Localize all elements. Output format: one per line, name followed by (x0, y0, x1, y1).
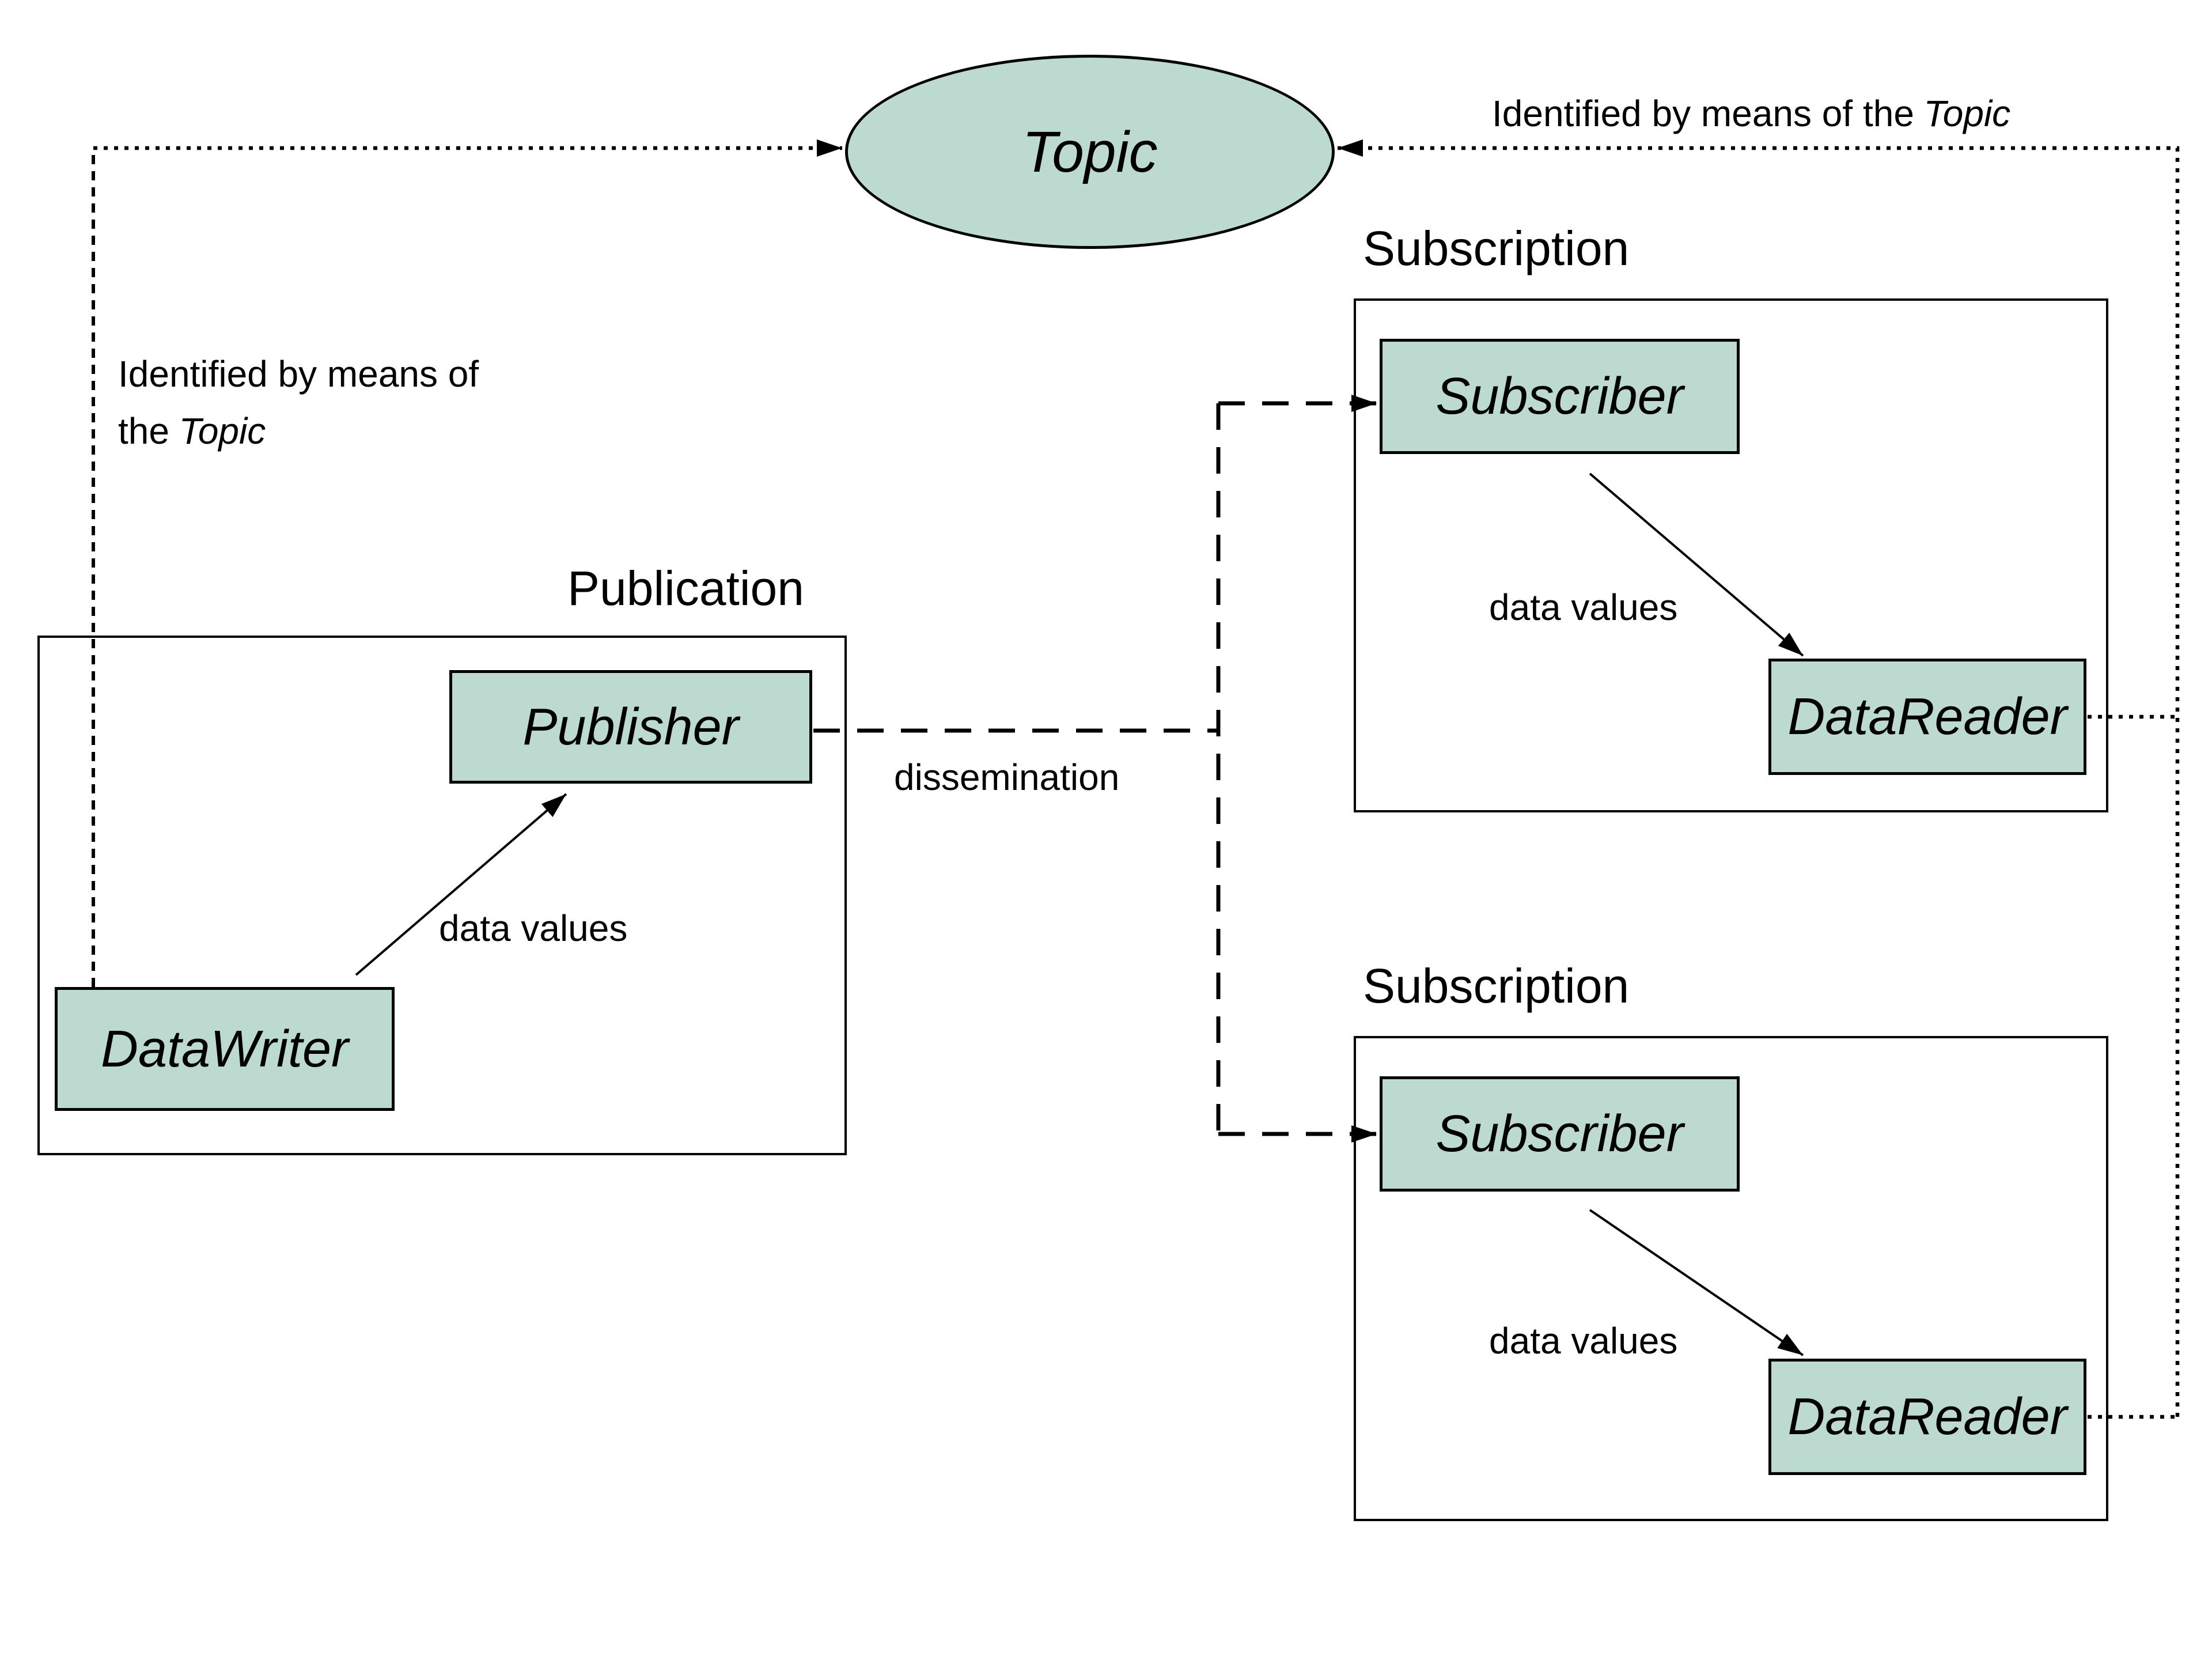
data-values-publication-label: data values (439, 907, 628, 949)
dissemination-label: dissemination (894, 757, 1120, 798)
publisher-node: Publisher (449, 670, 812, 784)
subscriber-1-node: Subscriber (1380, 339, 1740, 454)
publisher-label: Publisher (522, 698, 739, 756)
data-values-subscription-2-label: data values (1489, 1320, 1678, 1362)
datareader-1-label: DataReader (1787, 688, 2067, 746)
datareader-2-node: DataReader (1768, 1359, 2086, 1475)
datawriter-label: DataWriter (100, 1020, 349, 1078)
publication-box (37, 636, 847, 1155)
datareader-2-label: DataReader (1787, 1388, 2067, 1446)
identified-left-line1: Identified by means of (118, 353, 479, 395)
subscriber-1-label: Subscriber (1435, 368, 1684, 425)
datawriter-node: DataWriter (55, 987, 395, 1111)
publication-title: Publication (567, 561, 804, 615)
subscription-1-title: Subscription (1363, 221, 1630, 275)
subscription-2-box (1354, 1036, 2108, 1521)
subscriber-2-node: Subscriber (1380, 1076, 1740, 1192)
subscriber-2-label: Subscriber (1435, 1105, 1684, 1163)
topic-node: Topic (845, 55, 1335, 249)
data-values-subscription-1-label: data values (1489, 587, 1678, 628)
subscription-2-title: Subscription (1363, 959, 1630, 1013)
datareader-1-node: DataReader (1768, 659, 2086, 775)
topic-label: Topic (1022, 119, 1158, 184)
subscription-1-box (1354, 298, 2108, 812)
